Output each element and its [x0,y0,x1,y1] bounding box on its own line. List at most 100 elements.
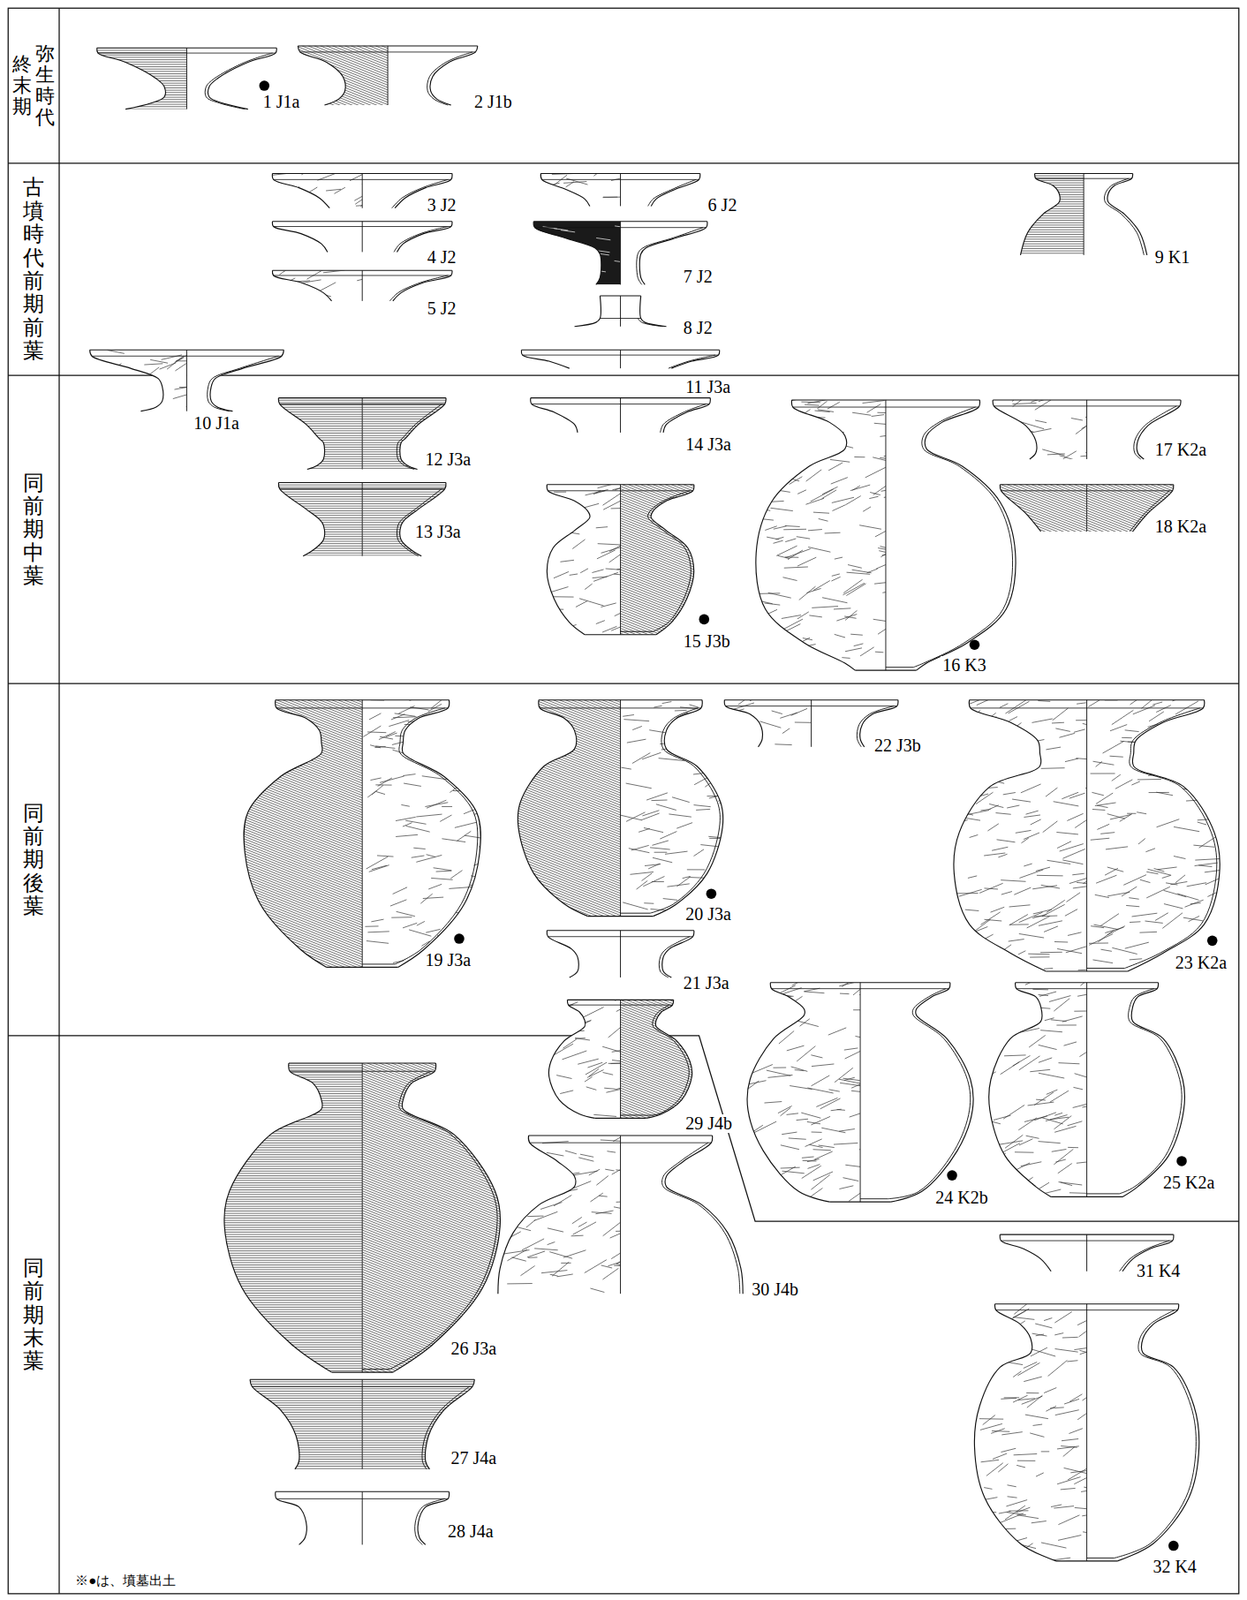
hatch-line [1018,180,1084,182]
brush-mark [1162,875,1172,878]
brush-mark [786,1045,805,1051]
hatch-line [1018,250,1084,252]
hatch-line [222,1138,363,1140]
brush-mark [1073,1010,1093,1012]
vessel-drawing [952,692,1240,974]
brush-mark [553,491,567,493]
brush-mark [1052,708,1069,721]
center-line [619,349,621,369]
brush-mark [869,491,881,495]
hatch-line [242,767,363,816]
brush-mark [1001,723,1021,738]
brush-mark [713,736,725,740]
brush-mark [1000,880,1026,883]
hatch-line [242,725,363,774]
brush-mark [997,1141,1024,1146]
brush-mark [875,651,884,654]
hatch-line [362,550,448,552]
hatch-line [242,840,363,889]
brush-mark [1026,967,1038,969]
hatch-line [242,821,363,870]
hatch-line [276,513,363,514]
hatch-line [362,439,448,441]
brush-mark [1178,951,1194,953]
hatch-line [242,792,363,840]
brush-mark [862,506,871,512]
brush-mark [366,856,389,870]
hatch-line [94,61,187,63]
brush-mark [333,187,345,194]
hatch-line [362,486,448,488]
brush-mark [369,865,390,873]
brush-mark [652,857,673,862]
brush-mark [806,1187,823,1200]
vessel-outline [916,400,1016,671]
brush-mark [828,1027,847,1036]
brush-mark [1090,838,1110,840]
brush-mark [1053,801,1080,807]
brush-mark [700,845,723,848]
vessel-fill [362,270,453,302]
surface-texture [1018,173,1084,253]
brush-mark [852,485,861,491]
brush-mark [1018,951,1026,955]
brush-mark [788,1138,807,1140]
brush-mark [413,847,425,849]
brush-mark [1136,812,1147,815]
brush-mark [1044,1018,1055,1021]
brush-mark [748,736,756,741]
brush-mark [597,550,616,560]
brush-mark [781,1132,797,1135]
hatch-line [242,860,363,908]
hatch-line [222,1349,363,1351]
brush-mark [1072,873,1084,876]
vessel-fill [1083,173,1148,255]
brush-mark [1023,863,1032,867]
hatch-line [222,1356,363,1358]
brush-mark [1180,940,1202,953]
hatch-line [242,916,363,965]
vessel-fill [620,700,724,917]
vessel-drawing [242,652,495,1014]
brush-mark [831,576,840,582]
hatch-line [242,879,363,928]
brush-mark [1148,869,1172,876]
hatch-line [516,888,621,930]
hatch-line [276,536,363,537]
brush-mark [649,847,671,850]
hatch-line [222,1133,363,1134]
vessel-outline [400,483,446,557]
hatch-line [1018,212,1084,214]
hatch-line [620,564,697,595]
hatch-line [222,1299,363,1301]
vessel-outline [653,700,724,917]
hatch-line [222,1220,363,1222]
hatch-line [242,676,363,725]
brush-mark [1186,883,1207,887]
table-frame [7,7,1240,1595]
brush-mark [665,851,688,855]
hatch-line [1018,198,1084,200]
brush-mark [988,959,997,964]
highlight-stroke [596,237,611,240]
hatch-line [997,529,1088,566]
brush-mark [839,1082,865,1087]
brush-mark [1049,996,1071,1003]
vessel-fill [747,982,861,1202]
brush-mark [771,710,783,715]
brush-mark [317,171,341,181]
hatch-line [276,439,363,441]
hatch-line [620,508,697,539]
brush-mark [1085,783,1109,789]
hatch-line [242,796,363,845]
brush-mark [355,204,371,206]
brush-mark [813,512,830,514]
brush-mark [1190,947,1207,954]
brush-mark [1129,959,1142,960]
hatch-line [242,762,363,810]
brush-mark [1032,989,1048,991]
vessel-fill [521,349,620,369]
brush-mark [1053,1116,1072,1130]
brush-mark [476,934,489,938]
hatch-line [242,855,363,904]
